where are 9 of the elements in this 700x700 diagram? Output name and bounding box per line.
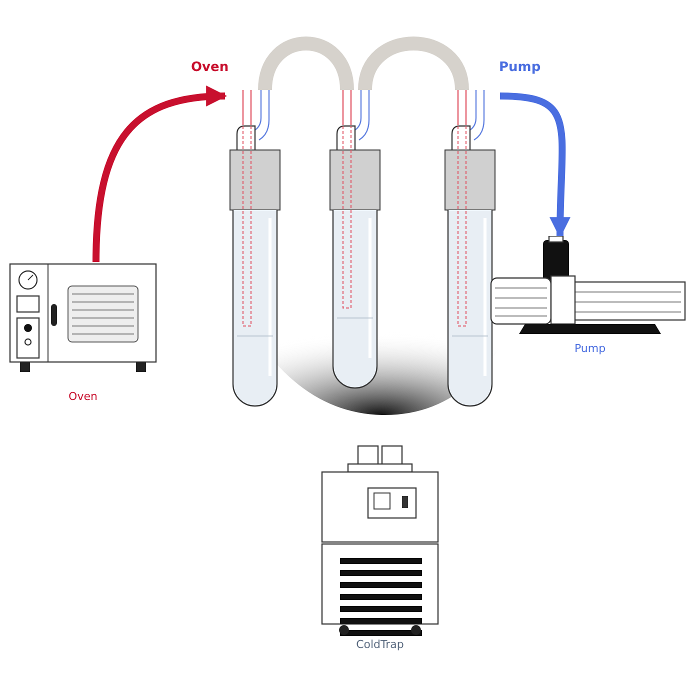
vacuum-oven-drawing <box>8 262 158 374</box>
node-label: ColdTrap <box>356 638 404 651</box>
edge-label: Pump <box>498 60 542 75</box>
node-label: Pump <box>574 342 606 355</box>
connecting-hose <box>258 36 354 91</box>
arrow <box>92 86 228 262</box>
connecting-hose <box>358 36 469 91</box>
node-label: Oven <box>68 390 98 403</box>
arrow <box>500 92 571 238</box>
